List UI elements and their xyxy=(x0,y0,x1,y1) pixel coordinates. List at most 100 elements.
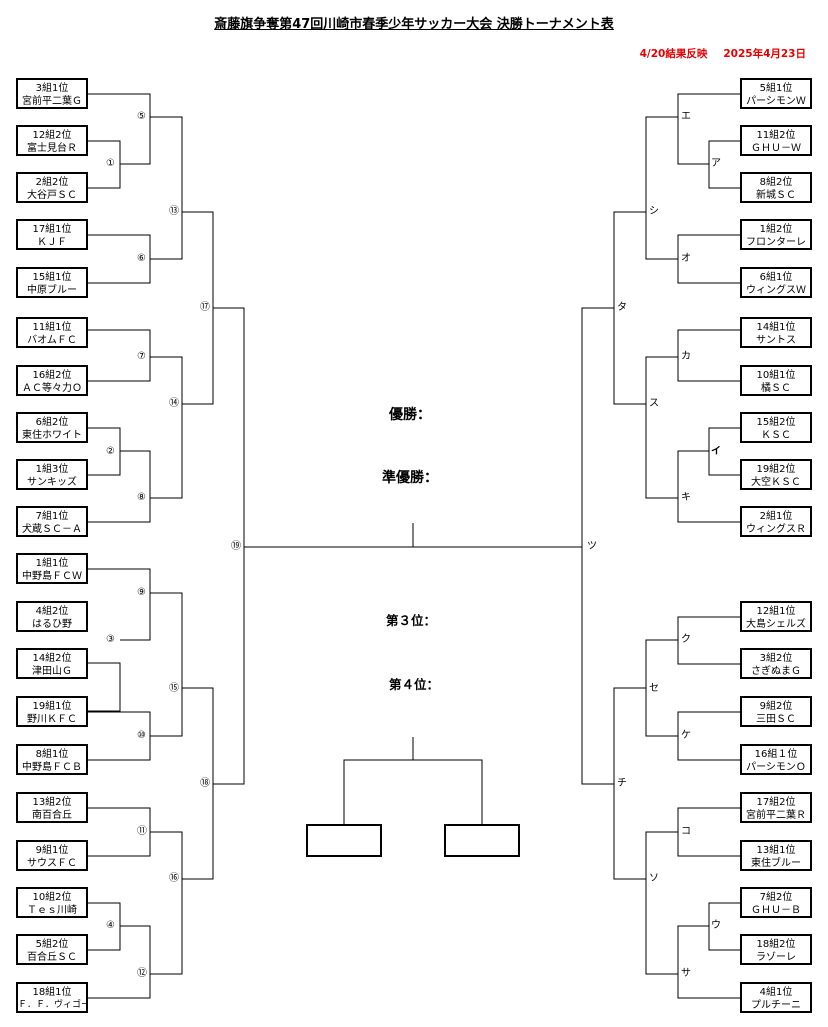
match-label: ⑭ xyxy=(168,398,180,410)
match-label: ク xyxy=(681,634,691,645)
team-box: 10組2位 Ｔｅｓ川崎 xyxy=(16,887,88,918)
team-name: ラゾーレ xyxy=(756,952,796,963)
team-name: バオムＦＣ xyxy=(27,335,77,346)
team-name: ＧＨＵ－Ｂ xyxy=(751,905,801,916)
match-label: シ xyxy=(649,206,659,217)
third-place-team-box xyxy=(444,824,520,857)
team-rank: 16組１位 xyxy=(754,749,798,760)
team-box: 8組2位新城ＳＣ xyxy=(740,172,812,203)
fourth-place-label: 第４位： xyxy=(389,677,440,692)
team-name: 大島シェルズ xyxy=(746,619,806,630)
team-box: 10組1位橘ＳＣ xyxy=(740,365,812,396)
match-label: ツ xyxy=(587,541,597,552)
team-name: フロンターレ xyxy=(746,237,806,248)
match-label: ⑫ xyxy=(136,968,148,980)
team-rank: 8組1位 xyxy=(35,749,69,760)
team-name: ＫＪＦ xyxy=(37,237,67,248)
match-label: コ xyxy=(681,826,691,837)
team-rank: 10組1位 xyxy=(756,370,796,381)
team-rank: 4組2位 xyxy=(35,606,69,617)
team-box: 17組1位 ＫＪＦ xyxy=(16,219,88,250)
team-box: 7組1位犬蔵ＳＣ－Ａ xyxy=(16,506,88,537)
team-rank: 19組1位 xyxy=(32,701,72,712)
team-rank: 7組2位 xyxy=(759,892,793,903)
match-label: ⑲ xyxy=(230,541,242,553)
match-label: キ xyxy=(681,492,691,503)
update-date: 2025年4月23日 xyxy=(723,48,806,60)
team-box: 6組2位東住ホワイト xyxy=(16,412,88,443)
match-label: エ xyxy=(681,111,691,122)
team-box: 18組2位ラゾーレ xyxy=(740,934,812,965)
team-rank: 4組1位 xyxy=(759,987,793,998)
team-rank: 12組1位 xyxy=(756,606,796,617)
match-label: ⑨ xyxy=(136,587,147,599)
runner-up-label: 準優勝： xyxy=(382,470,438,486)
team-name: 津田山Ｇ xyxy=(32,666,72,677)
team-box: 8組1位中野島ＦＣＢ xyxy=(16,744,88,775)
team-rank: 17組1位 xyxy=(32,224,72,235)
team-rank: 10組2位 xyxy=(32,892,72,903)
team-name: 大谷戸ＳＣ xyxy=(27,190,77,201)
team-box: 4組2位はるひ野 xyxy=(16,601,88,632)
team-name: ウィングスＲ xyxy=(746,524,806,535)
team-rank: 15組1位 xyxy=(32,272,72,283)
team-name: 三田ＳＣ xyxy=(756,714,796,725)
team-name: パーシモンＯ xyxy=(746,762,806,773)
team-name: Ｔｅｓ川崎 xyxy=(27,905,77,916)
team-rank: 1組3位 xyxy=(35,464,69,475)
team-box: 11組1位バオムＦＣ xyxy=(16,317,88,348)
team-box: 15組1位中原ブルー xyxy=(16,267,88,298)
team-name: はるひ野 xyxy=(32,619,72,630)
match-label: ス xyxy=(649,398,659,409)
team-rank: 13組1位 xyxy=(756,845,796,856)
team-name: 中野島ＦＣＷ xyxy=(22,571,82,582)
team-box: 1組3位サンキッズ xyxy=(16,459,88,490)
team-box: 3組1位宮前平二葉Ｇ xyxy=(16,78,88,109)
team-rank: 13組2位 xyxy=(32,797,72,808)
team-name: ＫＳＣ xyxy=(761,430,791,441)
team-rank: 7組1位 xyxy=(35,511,69,522)
team-name: 宮前平二葉Ｒ xyxy=(746,810,806,821)
team-name: ウィングスＷ xyxy=(746,285,806,296)
match-label: ケ xyxy=(681,730,691,741)
team-rank: 11組2位 xyxy=(756,130,796,141)
team-name: 新城ＳＣ xyxy=(756,190,796,201)
team-name: パーシモンＷ xyxy=(746,96,806,107)
team-name: 犬蔵ＳＣ－Ａ xyxy=(22,524,82,535)
team-rank: 2組2位 xyxy=(35,177,69,188)
match-label: ⑥ xyxy=(136,253,147,265)
team-box: 13組1位東住ブルー xyxy=(740,840,812,871)
match-label: チ xyxy=(617,778,627,789)
team-name: サウスＦＣ xyxy=(27,858,77,869)
team-box: 14組2位津田山Ｇ xyxy=(16,648,88,679)
match-label: ソ xyxy=(649,873,659,884)
team-name: 富士見台Ｒ xyxy=(27,143,77,154)
team-box: 2組1位ウィングスＲ xyxy=(740,506,812,537)
team-box: 5組1位パーシモンＷ xyxy=(740,78,812,109)
third-place-label: 第３位： xyxy=(386,613,437,628)
page-title: 斎藤旗争奪第47回川崎市春季少年サッカー大会 決勝トーナメント表 xyxy=(214,17,614,32)
match-label: ⑪ xyxy=(136,826,148,838)
team-rank: 18組2位 xyxy=(756,939,796,950)
team-box: 12組1位大島シェルズ xyxy=(740,601,812,632)
match-label: セ xyxy=(649,683,659,694)
match-label: サ xyxy=(681,968,691,979)
team-rank: 14組1位 xyxy=(756,322,796,333)
team-name: ＧＨＵ－Ｗ xyxy=(751,143,801,154)
match-label: ア xyxy=(711,158,721,169)
match-label: オ xyxy=(681,253,691,264)
match-label: ④ xyxy=(105,920,116,932)
team-name: さぎぬまＧ xyxy=(751,666,801,677)
team-box: 4組1位プルチーニ xyxy=(740,982,812,1013)
team-rank: 17組2位 xyxy=(756,797,796,808)
team-rank: 3組1位 xyxy=(35,83,69,94)
match-label: ⑤ xyxy=(136,111,147,123)
team-rank: 9組2位 xyxy=(759,701,793,712)
team-name: 橘ＳＣ xyxy=(761,383,791,394)
team-name: 宮前平二葉Ｇ xyxy=(22,96,82,107)
match-label: ③ xyxy=(105,634,116,646)
team-rank: 6組1位 xyxy=(759,272,793,283)
team-box: 17組2位宮前平二葉Ｒ xyxy=(740,792,812,823)
